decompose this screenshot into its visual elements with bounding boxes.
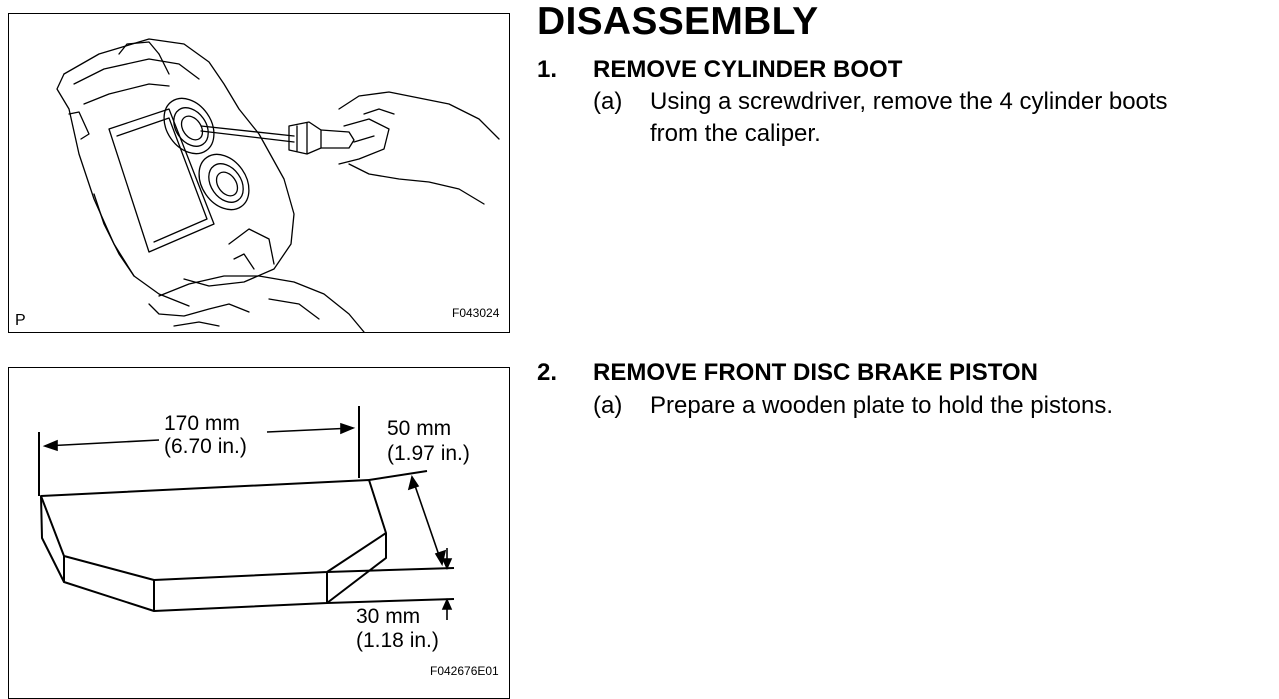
thickness-in-label: (1.18 in.) (356, 629, 439, 652)
step-2-sub-line-1: Prepare a wooden plate to hold the pisto… (650, 392, 1113, 419)
wooden-plate-drawing (38, 406, 455, 620)
caliper-illustration: P F043024 (8, 13, 510, 333)
step-1-number: 1. (537, 56, 558, 83)
step-2-title: REMOVE FRONT DISC BRAKE PISTON (593, 359, 1038, 386)
length-mm-label: 170 mm (164, 412, 240, 435)
step-1-sub-label: (a) (593, 88, 623, 115)
figure-corner-mark: P (15, 312, 26, 329)
step-1-sub-line-2: from the caliper. (650, 120, 821, 147)
step-2-number: 2. (537, 359, 558, 386)
width-in-label: (1.97 in.) (387, 442, 470, 465)
figure-code: F043024 (452, 306, 500, 320)
step-1-sub-line-1: Using a screwdriver, remove the 4 cylind… (650, 88, 1168, 115)
section-title: DISASSEMBLY (537, 0, 819, 43)
figure-code: F042676E01 (430, 664, 499, 678)
thickness-mm-label: 30 mm (356, 605, 421, 628)
caliper-drawing (56, 38, 500, 332)
length-in-label: (6.70 in.) (164, 435, 247, 458)
wooden-plate-diagram: 170 mm (6.70 in.) 50 mm (1.97 in.) 30 mm… (8, 367, 510, 699)
step-1-title: REMOVE CYLINDER BOOT (593, 56, 903, 83)
width-mm-label: 50 mm (387, 417, 452, 440)
step-2-sub-label: (a) (593, 392, 623, 419)
